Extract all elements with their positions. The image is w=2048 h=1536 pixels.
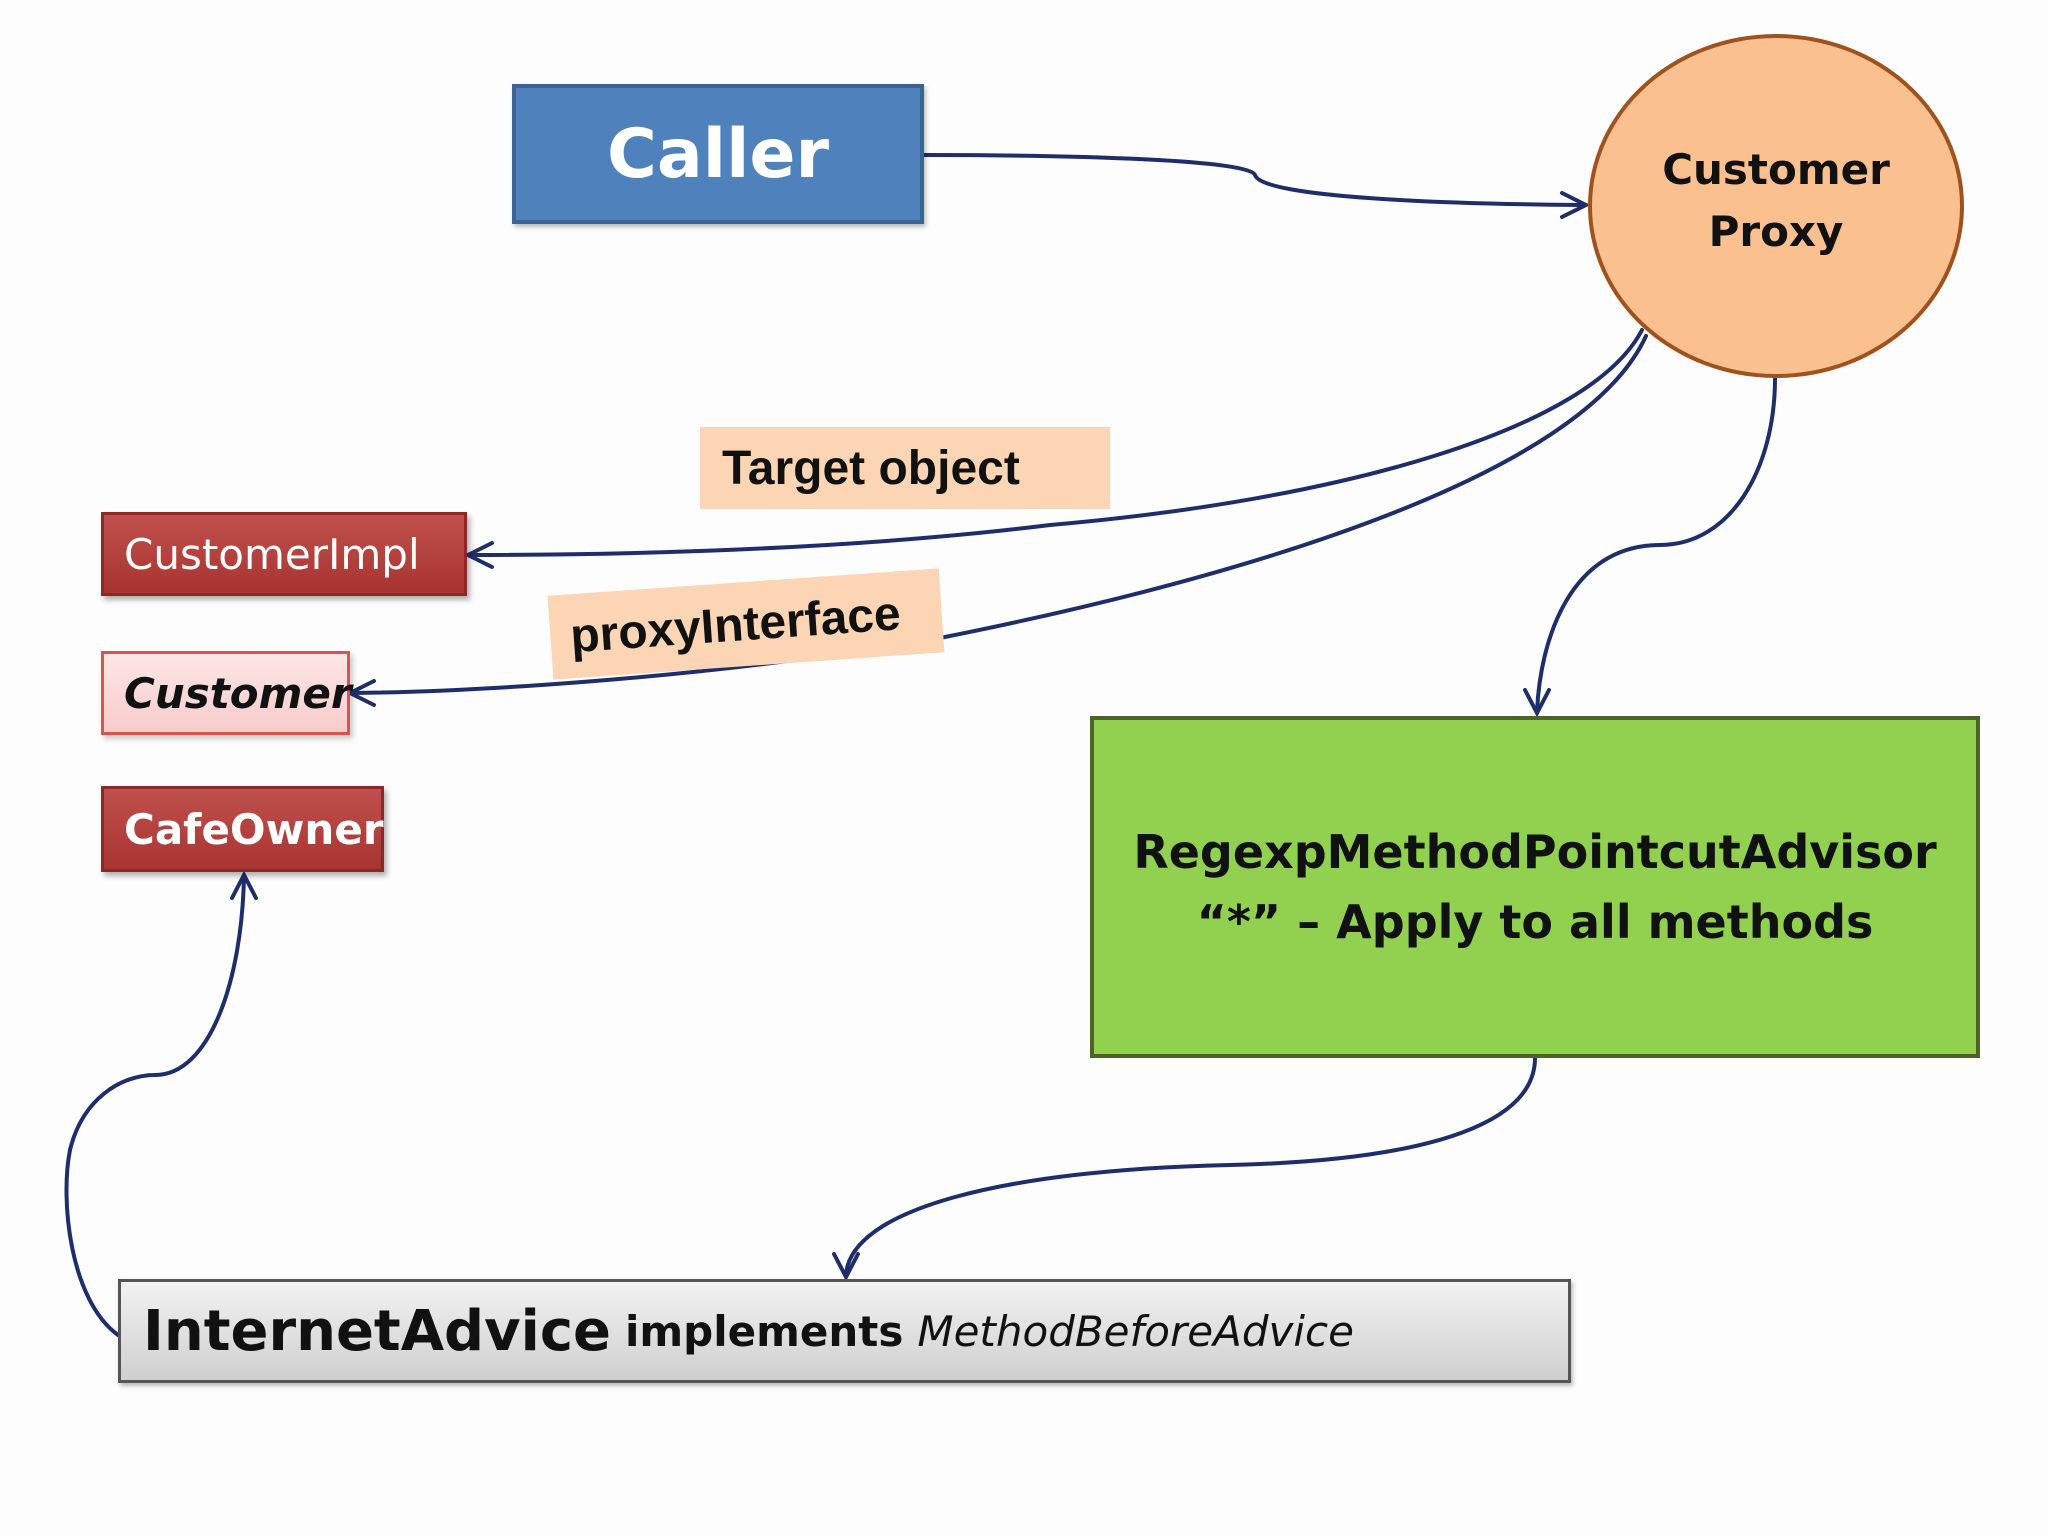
arrowhead-proxy-to-interface <box>345 679 376 707</box>
advisor-class-label: RegexpMethodPointcutAdvisor <box>1133 825 1937 879</box>
advisor-pattern-label: “*” – Apply to all methods <box>1196 895 1874 949</box>
customer-interface-label: Customer <box>124 668 352 718</box>
arrowhead-proxy-to-impl <box>463 541 494 569</box>
advice-implements-keyword: implements <box>625 1306 904 1356</box>
arrowhead-advisor-to-advice <box>832 1252 860 1282</box>
arrowhead-caller-to-proxy <box>1560 191 1591 219</box>
advisor-node: RegexpMethodPointcutAdvisor “*” – Apply … <box>1090 716 1980 1058</box>
cafe-owner-label: CafeOwner <box>124 804 384 854</box>
connector-proxy-to-advisor <box>1535 376 1777 714</box>
customer-proxy-node: Customer Proxy <box>1588 34 1964 378</box>
internet-advice-node: InternetAdvice implements MethodBeforeAd… <box>118 1279 1571 1383</box>
cafe-owner-node: CafeOwner <box>101 786 384 872</box>
customer-interface-node: Customer <box>101 651 352 735</box>
customer-proxy-label-line2: Proxy <box>1708 207 1844 256</box>
caller-label: Caller <box>606 114 830 194</box>
advice-class-name: InternetAdvice <box>143 1298 611 1364</box>
arrowhead-proxy-to-advisor <box>1523 688 1551 718</box>
connector-advisor-to-advice <box>844 1056 1537 1277</box>
customer-proxy-text: Customer Proxy <box>1646 139 1906 263</box>
connector-caller-to-proxy <box>922 153 1586 207</box>
arrowhead-advice-to-owner <box>230 870 258 900</box>
edge-label-target-object: Target object <box>700 427 1110 509</box>
connector-proxy-to-impl <box>468 328 1644 557</box>
customer-impl-label: CustomerImpl <box>124 529 420 579</box>
advice-interface-name: MethodBeforeAdvice <box>917 1306 1354 1356</box>
target-object-text: Target object <box>722 441 1020 495</box>
connector-proxy-to-interface <box>350 334 1648 695</box>
customer-proxy-label-line1: Customer <box>1662 145 1890 194</box>
connector-advice-to-owner <box>64 874 246 1337</box>
proxy-interface-text: proxyInterface <box>568 586 903 663</box>
customer-impl-node: CustomerImpl <box>101 512 467 596</box>
caller-node: Caller <box>512 84 924 224</box>
